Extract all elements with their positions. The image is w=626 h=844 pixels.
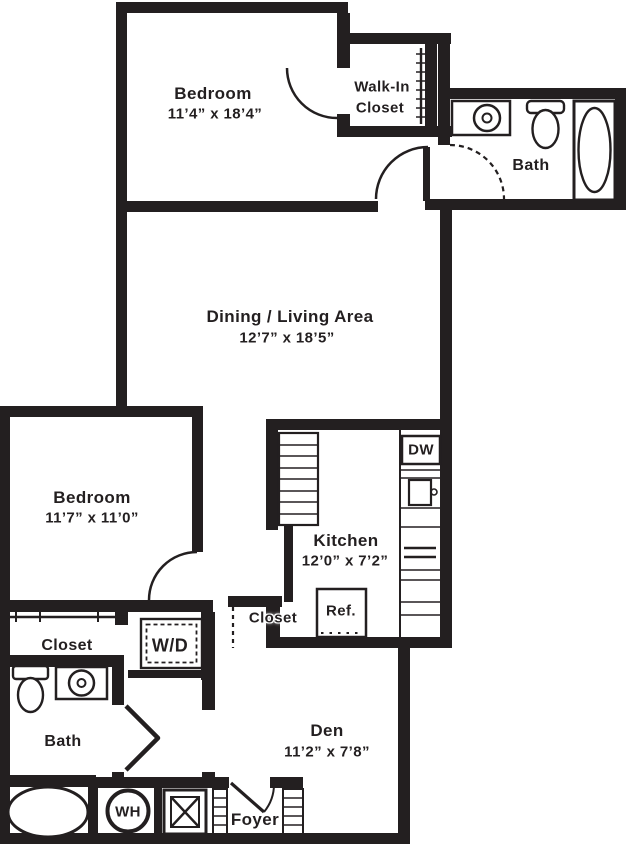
room-dims-kitchen: 12’0” x 7’2” [301,552,389,570]
sink-drain-icon [76,678,87,688]
washer-dryer-dashed-inner [145,623,198,664]
room-dims-bedroom-2: 11’7” x 11’0” [45,509,139,527]
wall-segment [266,596,280,648]
toilet-bowl-icon [531,108,560,150]
room-label-kitchen: Kitchen [313,531,379,550]
doors [124,67,506,814]
label-washer-dryer: W/D [151,635,189,656]
panel-stripes [283,797,303,826]
wall-segment [116,2,348,13]
room-label-bedroom-2: Bedroom [53,488,131,507]
room-label-bath-1: Bath [512,157,550,174]
sink-icon [472,103,502,133]
wall-segment [96,777,213,788]
room-label-walk-in-closet: Walk-In [354,78,410,96]
wall-segment [128,670,206,678]
hanger-ticks [15,611,121,622]
label-refrigerator: Ref. [326,602,356,620]
wall-segment [0,775,96,787]
panel-stripes [213,797,227,826]
mechanical-chase-box [162,788,208,836]
door-arc-bedroom-2 [147,550,198,601]
room-label-closet-bedroom-2: Closet [41,637,93,654]
door-leaf-foyer [229,781,266,814]
wall-segment [266,637,452,648]
room-label-dining-living: Dining / Living Area [206,307,374,326]
door-arc-walk-in-closet [285,67,338,120]
room-dims-dining-living: 12’7” x 18’5” [239,329,335,347]
door-arc-foyer [263,783,276,813]
water-heater-icon [105,788,151,834]
foyer-side-panel-right [282,788,304,835]
wall-segment [270,777,303,788]
wall-segment [0,600,213,612]
label-water-heater: WH [115,803,141,821]
counter-divider-lines [400,469,440,616]
refrigerator-box [315,587,368,639]
cabinet-shelf-lines [279,444,318,515]
wall-segment [266,419,278,530]
bathtub-bath-1 [572,99,617,202]
wall-segment [228,596,282,607]
door-arc-bath-1-dashed [449,143,506,200]
room-label-closet-kitchen: Closet [248,609,298,627]
room-label-bedroom-1: Bedroom [174,84,252,103]
wall-segment [154,788,162,835]
sink-drain-icon [481,112,493,124]
door-arc-hall [374,145,429,200]
label-dishwasher: DW [408,441,434,459]
chase-x-icon [170,796,200,828]
wall-segment [0,655,117,667]
foyer-side-panel-left [212,788,228,835]
room-dims-den: 11’2” x 7’8” [284,743,370,761]
sink-icon [67,669,96,697]
wall-segment [192,406,203,552]
door-leaf-hall [423,147,430,201]
room-label-foyer: Foyer [230,810,280,829]
wall-segment [0,406,203,417]
wall-segment [337,126,452,137]
wall-segment [425,199,626,210]
wall-segment [443,88,626,99]
range-icon [404,546,436,559]
wall-segment [203,777,229,788]
washer-dryer-box [139,617,204,670]
wall-segment [615,88,626,210]
vanity-counter-bath-2 [54,665,109,701]
room-label-den: Den [310,721,344,740]
wall-segment [88,787,98,837]
wall-segment [116,201,378,212]
closet-rods [8,48,427,622]
door-bath-2 [124,704,161,772]
room-dims-bedroom-1: 11’4” x 18’4” [167,105,263,123]
mechanical-chase-inner [170,796,200,828]
hanger-ticks [416,53,427,118]
wall-segment [0,406,10,844]
wall-segment [266,419,452,430]
faucet-icon [430,488,438,496]
wall-segment [284,526,293,602]
wall-segment [425,33,437,137]
wall-segment [202,612,215,710]
wall-segment [112,655,124,705]
wall-segment [398,648,410,844]
wall-segment [337,33,451,44]
fixtures [6,99,617,839]
dishwasher-box [400,434,442,466]
bathtub-basin-icon [577,106,612,194]
room-label-walk-in-closet-2: Closet [355,99,405,117]
garden-tub-icon [6,785,90,839]
wall-segment [0,833,410,844]
room-label-bath-2: Bath [44,733,82,750]
toilet-bowl-icon [16,676,45,714]
wall-segment [115,612,128,625]
kitchen-sink-icon [407,478,433,507]
